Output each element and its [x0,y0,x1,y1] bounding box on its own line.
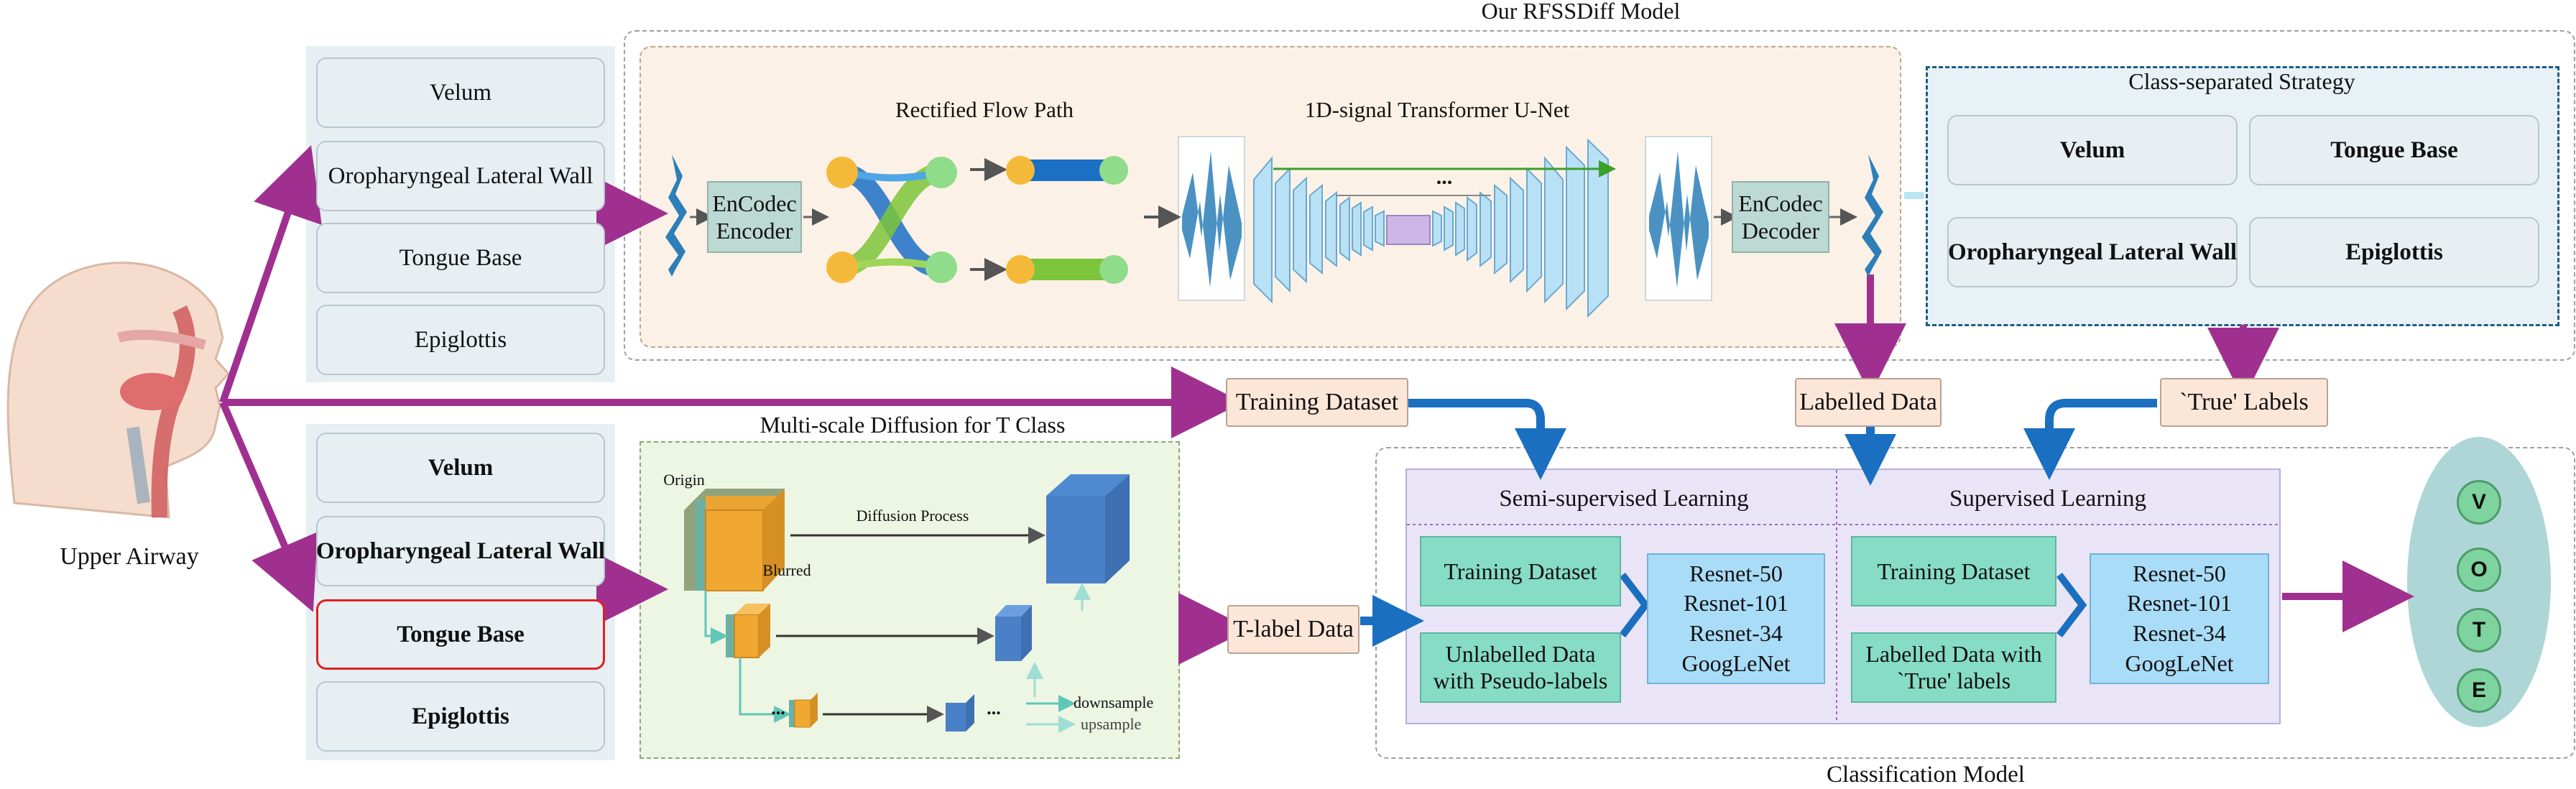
encoder-box: EnCodec Encoder [707,181,802,253]
vote-letter-t: T [2457,608,2501,652]
multiscale-title: Multi-scale Diffusion for T Class [760,412,1066,438]
multiscale-graphic [684,474,1130,733]
unet-dots: ... [1436,165,1453,189]
semi-supervised-title: Semi-supervised Learning [1499,486,1749,512]
multiscale-process-label: Diffusion Process [856,507,969,525]
strategy-velum: Velum [1947,115,2238,185]
input-bottom-epiglottis: Epiglottis [316,681,605,752]
vote-letter-e: E [2457,668,2501,713]
semi-models-box: Resnet-50 Resnet-101 Resnet-34 GoogLeNet [1647,553,1825,684]
unet-graphic [1253,138,1609,318]
strategy-oropharyngeal: Oropharyngeal Lateral Wall [1947,217,2238,287]
sup-model-0: Resnet-50 [2133,560,2226,586]
sup-model-1: Resnet-101 [2127,590,2232,617]
spectrogram-out [1645,136,1712,301]
multiscale-blurred-label: Blurred [762,561,811,579]
multiscale-origin-label: Origin [663,471,705,489]
t-label-data-tag: T-label Data [1227,605,1359,654]
input-bottom-velum: Velum [316,433,605,503]
unet-title: 1D-signal Transformer U-Net [1304,97,1570,122]
semi-training-dataset: Training Dataset [1420,536,1621,606]
sup-model-3: GoogLeNet [2125,650,2234,676]
upper-airway-caption: Upper Airway [60,543,199,570]
rectified-flow-graphic [826,156,1181,284]
semi-model-1: Resnet-101 [1684,590,1788,617]
semi-model-3: GoogLeNet [1681,650,1791,676]
true-labels-tag: `True' Labels [2160,378,2328,427]
semi-model-2: Resnet-34 [1689,620,1783,646]
input-bottom-tongue-base: Tongue Base [316,599,605,670]
head-illustration [6,262,231,519]
sup-model-2: Resnet-34 [2133,620,2226,646]
input-top-velum: Velum [316,57,605,128]
strategy-epiglottis: Epiglottis [2249,217,2539,287]
strategy-tongue-base: Tongue Base [2249,115,2539,185]
blue-arrows [1360,399,2157,647]
decoder-box: EnCodec Decoder [1732,181,1829,253]
purple-arrows [219,145,2414,665]
strategy-title: Class-separated Strategy [2128,68,2355,94]
model-title: Our RFSSDiff Model [1481,0,1681,24]
sup-labelled-data: Labelled Data with `True' labels [1851,632,2056,703]
vote-letter-v: V [2457,480,2501,525]
input-top-oropharyngeal: Oropharyngeal Lateral Wall [316,141,605,211]
spectrogram-in [1178,136,1245,301]
training-dataset-tag: Training Dataset [1226,378,1408,427]
legend-downsample: downsample [1074,693,1154,711]
multiscale-dots-right: ... [987,698,1001,719]
supervised-title: Supervised Learning [1949,486,2146,512]
classification-title: Classification Model [1827,762,2025,788]
flow-title: Rectified Flow Path [895,97,1074,122]
semi-model-0: Resnet-50 [1689,560,1783,586]
waveform-output [1862,154,1883,277]
semi-unlabelled-data: Unlabelled Data with Pseudo-labels [1420,632,1621,703]
sup-training-dataset: Training Dataset [1851,536,2056,606]
input-top-tongue-base: Tongue Base [316,223,605,293]
input-top-epiglottis: Epiglottis [316,305,605,375]
labelled-data-tag: Labelled Data [1795,378,1942,427]
vote-letter-o: O [2457,548,2501,592]
input-bottom-oropharyngeal: Oropharyngeal Lateral Wall [316,516,605,586]
multiscale-dots-left: ... [771,698,785,719]
sup-models-box: Resnet-50 Resnet-101 Resnet-34 GoogLeNet [2090,553,2269,684]
legend-upsample: upsample [1081,715,1142,733]
waveform-input [665,154,687,277]
